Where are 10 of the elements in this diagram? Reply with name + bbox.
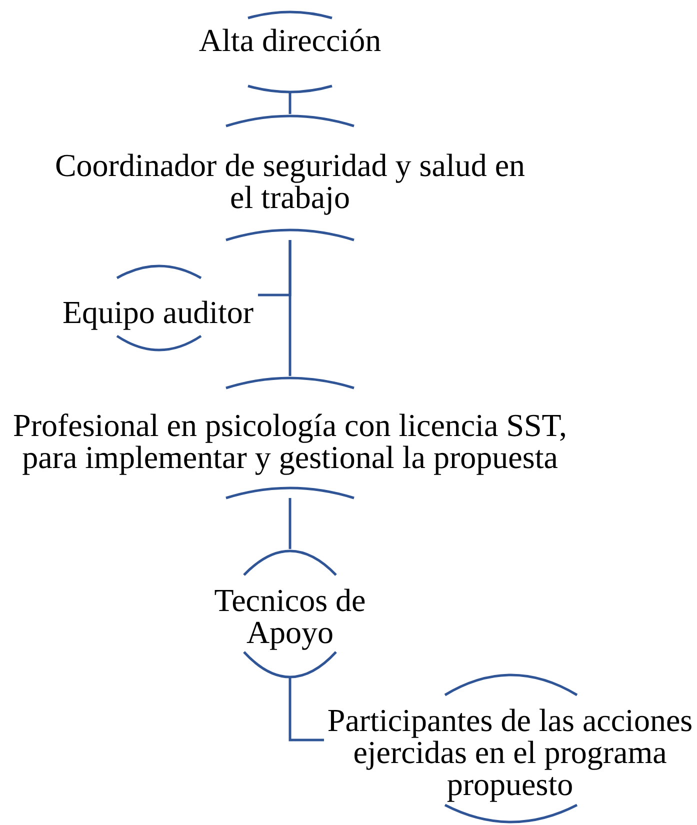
connector-line — [288, 92, 292, 114]
node-label: Alta dirección — [198, 24, 382, 56]
node-label: Profesional en psicología con licencia SST, para implementar y gestional la propuesta — [12, 409, 568, 473]
connector-line — [288, 677, 324, 742]
node-label: Coordinador de seguridad y salud en el trabajo — [54, 149, 526, 213]
node-label: Participantes de las acciones ejercidas en el programa propuesto — [326, 704, 694, 800]
connector-line — [288, 498, 292, 549]
node-label: Equipo auditor — [61, 296, 255, 328]
connector-line — [288, 240, 292, 376]
node-label: Tecnicos de Apoyo — [213, 584, 367, 648]
